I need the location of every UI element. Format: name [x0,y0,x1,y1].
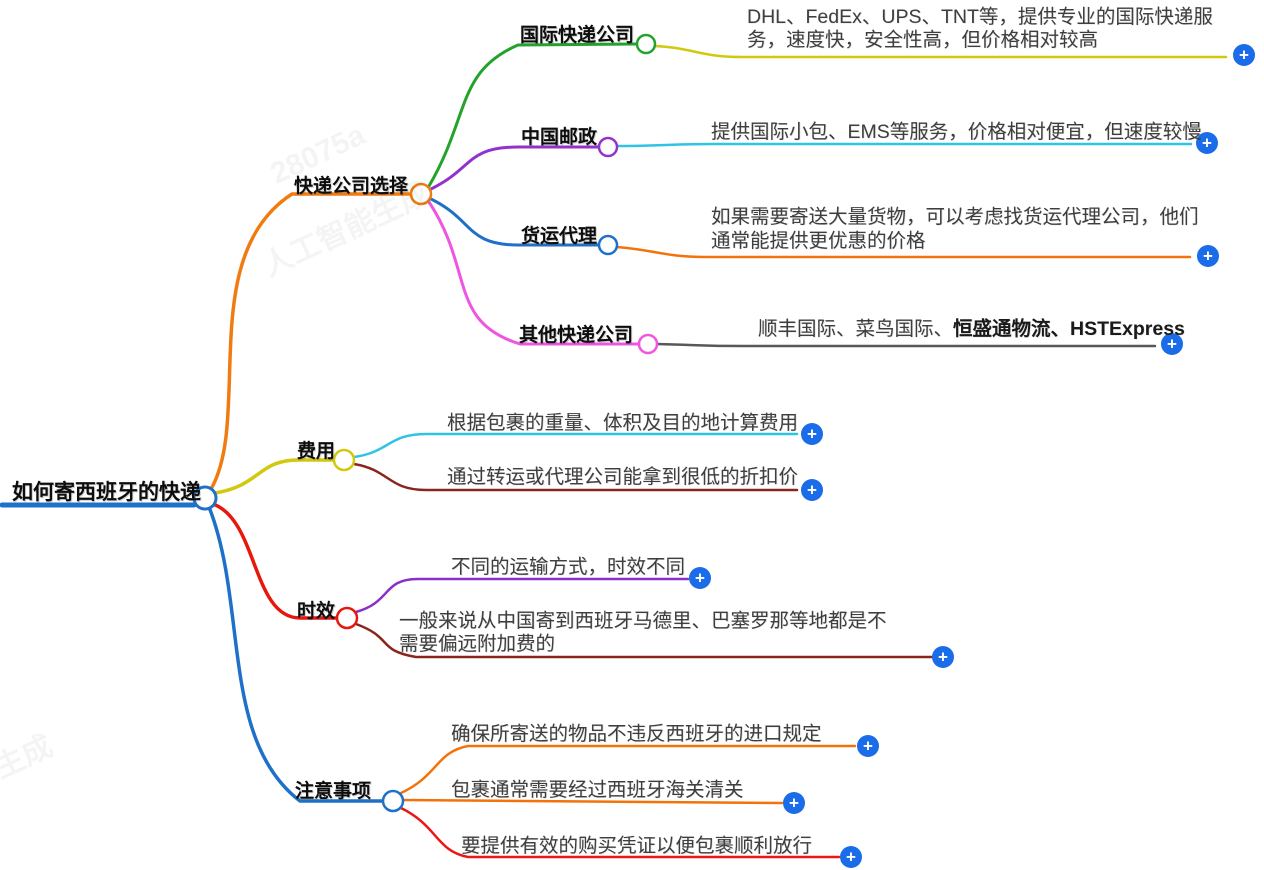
leaf-segment-bold: 恒盛通物流、HSTExpress [953,318,1185,340]
edge-leaf-notes-1 [399,744,857,795]
branch-label-cost[interactable]: 费用 [297,441,336,462]
edge-child-freight [429,197,600,247]
edge-leaf-cost-2 [352,462,799,492]
plus-icon[interactable] [857,735,879,757]
leaf-text-freight-desc[interactable]: 如果需要寄送大量货物，可以考虑找货运代理公司，他们 通常能提供更优惠的价格 [711,205,1199,253]
branch-label-company[interactable]: 快递公司选择 [294,176,409,197]
add-node-button[interactable]: + [857,735,879,757]
plus-icon-glyph: + [789,794,799,813]
leaf-text-notes-3[interactable]: 要提供有效的购买凭证以便包裹顺利放行 [461,835,812,858]
leaf-line: 一般来说从中国寄到西班牙马德里、巴塞罗那等地都是不 [399,610,887,632]
add-node-button[interactable]: + [1233,44,1255,66]
add-node-button[interactable]: + [783,792,805,814]
plus-icon[interactable] [932,646,954,668]
edge-branch-company [209,192,413,491]
connector-circle-time[interactable] [335,606,359,630]
leaf-text-time-2[interactable]: 一般来说从中国寄到西班牙马德里、巴塞罗那等地都是不 需要偏远附加费的 [399,610,887,656]
connector-circle-intl[interactable] [635,33,657,55]
connector-circle-freight[interactable] [597,234,619,256]
plus-icon-glyph: + [695,569,705,588]
leaf-text-time-1[interactable]: 不同的运输方式，时效不同 [451,556,685,579]
edge-child-intl [427,42,638,188]
add-node-button[interactable]: + [840,846,862,868]
edge-leaf-intl-desc [653,44,1228,59]
leaf-text-intl-desc[interactable]: DHL、FedEx、UPS、TNT等，提供专业的国际快递服 务，速度快，安全性高… [747,6,1213,52]
leaf-line: 如果需要寄送大量货物，可以考虑找货运代理公司，他们 [711,206,1199,228]
leaf-line: 不同的运输方式，时效不同 [451,556,686,578]
edge-leaf-cost-1 [352,432,799,459]
leaf-line: 提供国际小包、EMS等服务，价格相对便宜，但速度较慢 [711,121,1202,143]
add-node-button[interactable]: + [801,423,823,445]
child-label-intl[interactable]: 国际快递公司 [520,25,635,46]
add-node-button[interactable]: + [932,646,954,668]
leaf-line: 包裹通常需要经过西班牙海关清关 [451,779,744,801]
edge-child-other [427,200,640,346]
plus-icon[interactable] [1233,44,1255,66]
leaf-line: 通常能提供更优惠的价格 [711,230,926,252]
leaf-text-post-desc[interactable]: 提供国际小包、EMS等服务，价格相对便宜，但速度较慢 [711,121,1202,144]
plus-icon[interactable] [1196,132,1218,154]
add-node-button[interactable]: + [801,479,823,501]
plus-icon-glyph: + [1167,335,1177,354]
child-label-other[interactable]: 其他快递公司 [519,325,634,346]
add-node-button[interactable]: + [1161,333,1183,355]
branch-label-notes[interactable]: 注意事项 [295,781,372,802]
edge-leaf-notes-3 [399,806,841,859]
child-label-post[interactable]: 中国邮政 [521,127,598,148]
edge-leaf-other-desc [655,342,1157,348]
edge-leaf-freight-desc [615,245,1192,259]
leaf-text-notes-1[interactable]: 确保所寄送的物品不违反西班牙的进口规定 [451,723,822,746]
connector-circle-other[interactable] [637,333,659,355]
plus-icon-glyph: + [1202,134,1212,153]
plus-icon[interactable] [801,479,823,501]
add-node-button[interactable]: + [1196,132,1218,154]
branch-label-time[interactable]: 时效 [297,601,336,622]
leaf-text-notes-2[interactable]: 包裹通常需要经过西班牙海关清关 [451,779,744,802]
plus-icon[interactable] [689,567,711,589]
plus-icon-glyph: + [846,848,856,867]
edge-leaf-notes-2 [401,798,784,805]
plus-icon-glyph: + [938,648,948,667]
leaf-line: 需要偏远附加费的 [399,633,556,655]
leaf-text-other-desc[interactable]: 顺丰国际、菜鸟国际、恒盛通物流、HSTExpress [758,318,1185,341]
edge-leaf-post-desc [615,142,1193,148]
plus-icon-glyph: + [807,425,817,444]
connector-circle-post[interactable] [597,136,619,158]
edge-leaf-time-1 [354,577,690,614]
edge-leaf-time-2 [354,622,934,659]
connector-circle-company[interactable] [409,182,433,206]
plus-icon[interactable] [801,423,823,445]
plus-icon-glyph: + [807,481,817,500]
leaf-line: DHL、FedEx、UPS、TNT等，提供专业的国际快递服 [747,6,1213,28]
leaf-line: 务，速度快，安全性高，但价格相对较高 [747,29,1099,51]
leaf-line: 通过转运或代理公司能拿到很低的折扣价 [447,466,799,488]
add-node-button[interactable]: + [689,567,711,589]
plus-icon-glyph: + [1239,46,1249,65]
child-label-freight[interactable]: 货运代理 [521,226,598,247]
plus-icon[interactable] [1197,245,1219,267]
edge-branch-notes [207,505,385,803]
leaf-line: 要提供有效的购买凭证以便包裹顺利放行 [461,835,813,857]
plus-icon-glyph: + [863,737,873,756]
edge-child-post [429,145,600,191]
plus-icon-glyph: + [1203,247,1213,266]
root-node-label[interactable]: 如何寄西班牙的快递 [12,481,201,504]
edge-branch-cost [213,458,336,495]
leaf-text-cost-2[interactable]: 通过转运或代理公司能拿到很低的折扣价 [447,466,798,489]
connector-circle-notes[interactable] [381,789,405,813]
leaf-line: 根据包裹的重量、体积及目的地计算费用 [447,412,799,434]
root-connector-circle[interactable] [192,485,218,511]
plus-icon[interactable] [840,846,862,868]
leaf-line: 确保所寄送的物品不违反西班牙的进口规定 [451,723,822,745]
plus-icon[interactable] [1161,333,1183,355]
add-node-button[interactable]: + [1197,245,1219,267]
leaf-segment: 顺丰国际、菜鸟国际、 [758,318,954,340]
plus-icon[interactable] [783,792,805,814]
connector-circle-cost[interactable] [332,448,356,472]
edge-branch-time [211,502,339,620]
leaf-text-cost-1[interactable]: 根据包裹的重量、体积及目的地计算费用 [447,412,798,435]
